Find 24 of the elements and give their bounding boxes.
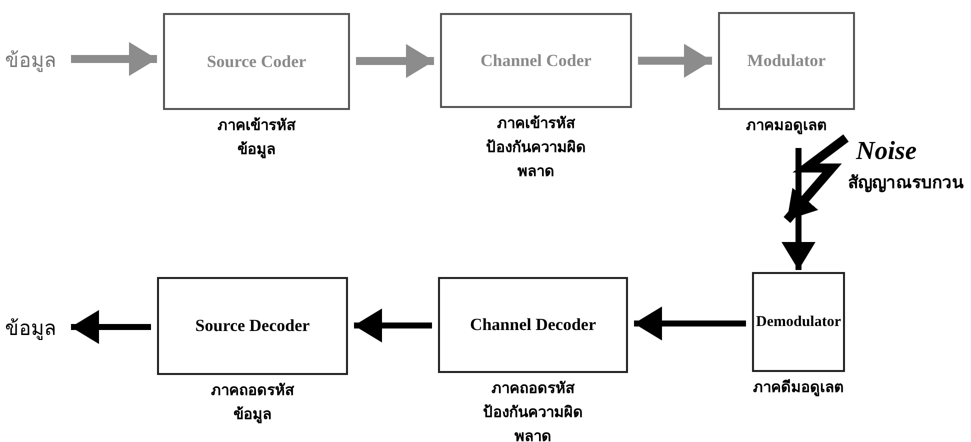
- node-label: ภาคเข้ารหัสข้อมูล: [216, 116, 297, 160]
- arrow: [71, 42, 157, 76]
- data-label: ข้อมูล: [5, 317, 56, 342]
- process-box: Channel Coder: [440, 13, 632, 108]
- node-label: สัญญาณรบกวน: [848, 172, 964, 194]
- process-box: Source Decoder: [157, 277, 348, 375]
- data-label: ข้อมูล: [5, 49, 56, 74]
- process-box: Demodulator: [752, 272, 845, 372]
- process-box: Modulator: [718, 12, 855, 110]
- arrow: [638, 44, 712, 78]
- lightning-arrow: [784, 134, 849, 223]
- arrow: [71, 310, 151, 344]
- node-label: ภาคดีมอดูเลต: [753, 378, 844, 398]
- arrow: [354, 308, 432, 342]
- arrow: [634, 306, 746, 340]
- process-box: Channel Decoder: [438, 277, 628, 373]
- node-label: ภาคถอดรหัสข้อมูล: [210, 382, 296, 426]
- node-label: ภาคมอดูเลต: [746, 117, 827, 136]
- arrow: [356, 44, 434, 78]
- node-label: ภาคเข้ารหัส ป้องกันความผิดพลาด: [486, 114, 586, 182]
- node-label: ภาคถอดรหัส ป้องกันความผิดพลาด: [483, 380, 583, 442]
- noise-label: Noise: [856, 136, 917, 166]
- arrow: [782, 148, 816, 270]
- process-box: Source Coder: [163, 13, 350, 110]
